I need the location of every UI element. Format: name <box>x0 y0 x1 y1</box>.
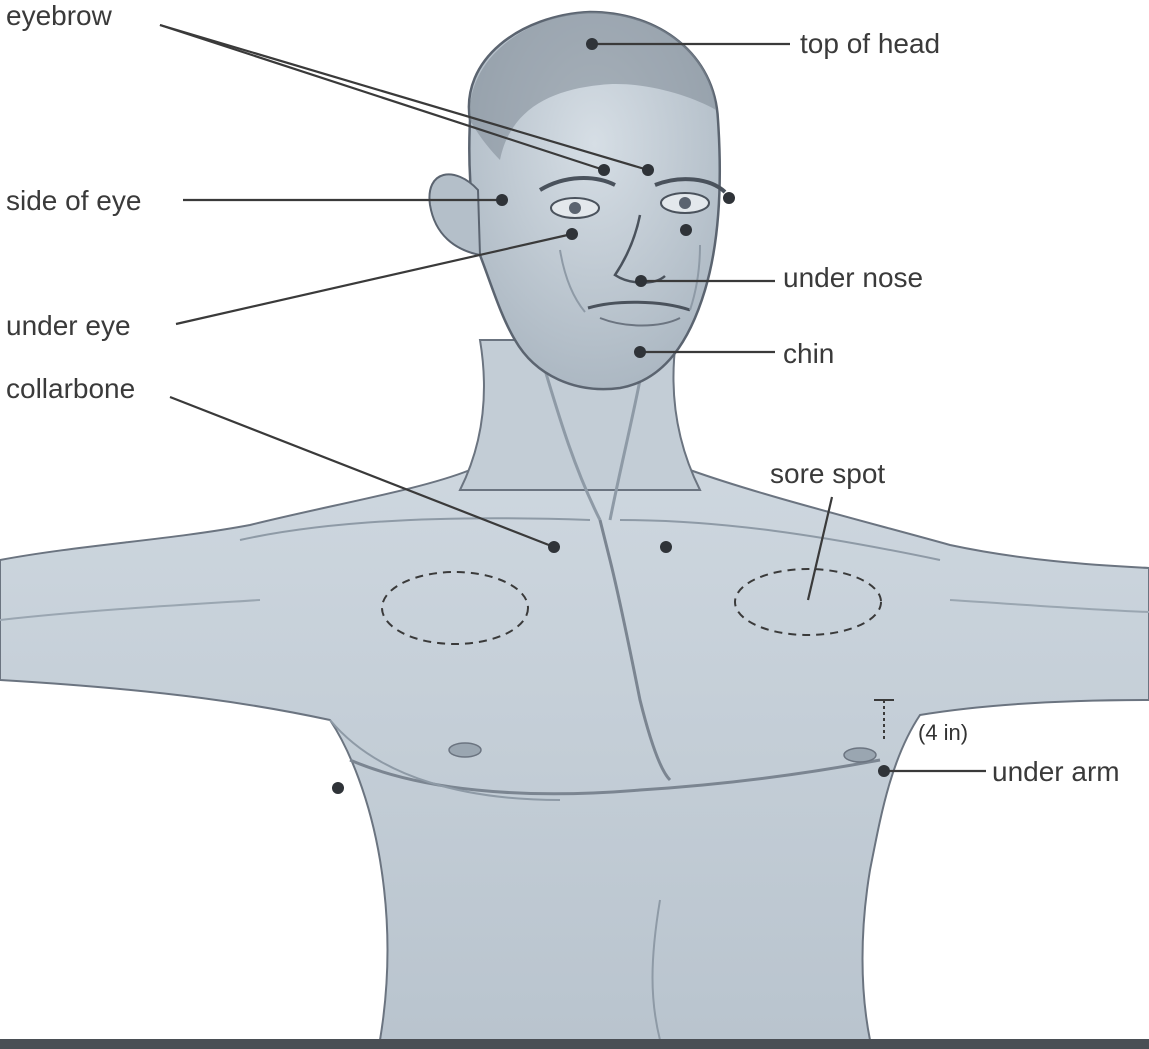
label-side-of-eye: side of eye <box>6 187 141 215</box>
point-chin <box>634 346 646 358</box>
point-top-of-head <box>586 38 598 50</box>
point-eyebrow-right <box>642 164 654 176</box>
point-collarbone-right <box>660 541 672 553</box>
point-side-of-eye-right <box>723 192 735 204</box>
point-under-eye-right <box>680 224 692 236</box>
label-measurement: (4 in) <box>918 722 968 744</box>
label-collarbone: collarbone <box>6 375 135 403</box>
bottom-rule <box>0 1039 1149 1049</box>
label-under-eye: under eye <box>6 312 131 340</box>
label-sore-spot: sore spot <box>770 460 885 488</box>
label-top-of-head: top of head <box>800 30 940 58</box>
label-under-nose: under nose <box>783 264 923 292</box>
point-under-nose <box>635 275 647 287</box>
label-under-arm: under arm <box>992 758 1120 786</box>
point-under-arm-right <box>878 765 890 777</box>
point-under-eye-left <box>566 228 578 240</box>
point-side-of-eye-left <box>496 194 508 206</box>
label-chin: chin <box>783 340 834 368</box>
torso <box>0 430 1149 1040</box>
point-under-arm-left <box>332 782 344 794</box>
point-eyebrow-left <box>598 164 610 176</box>
label-eyebrow: eyebrow <box>6 2 112 30</box>
ear <box>429 174 480 255</box>
point-collarbone-left <box>548 541 560 553</box>
